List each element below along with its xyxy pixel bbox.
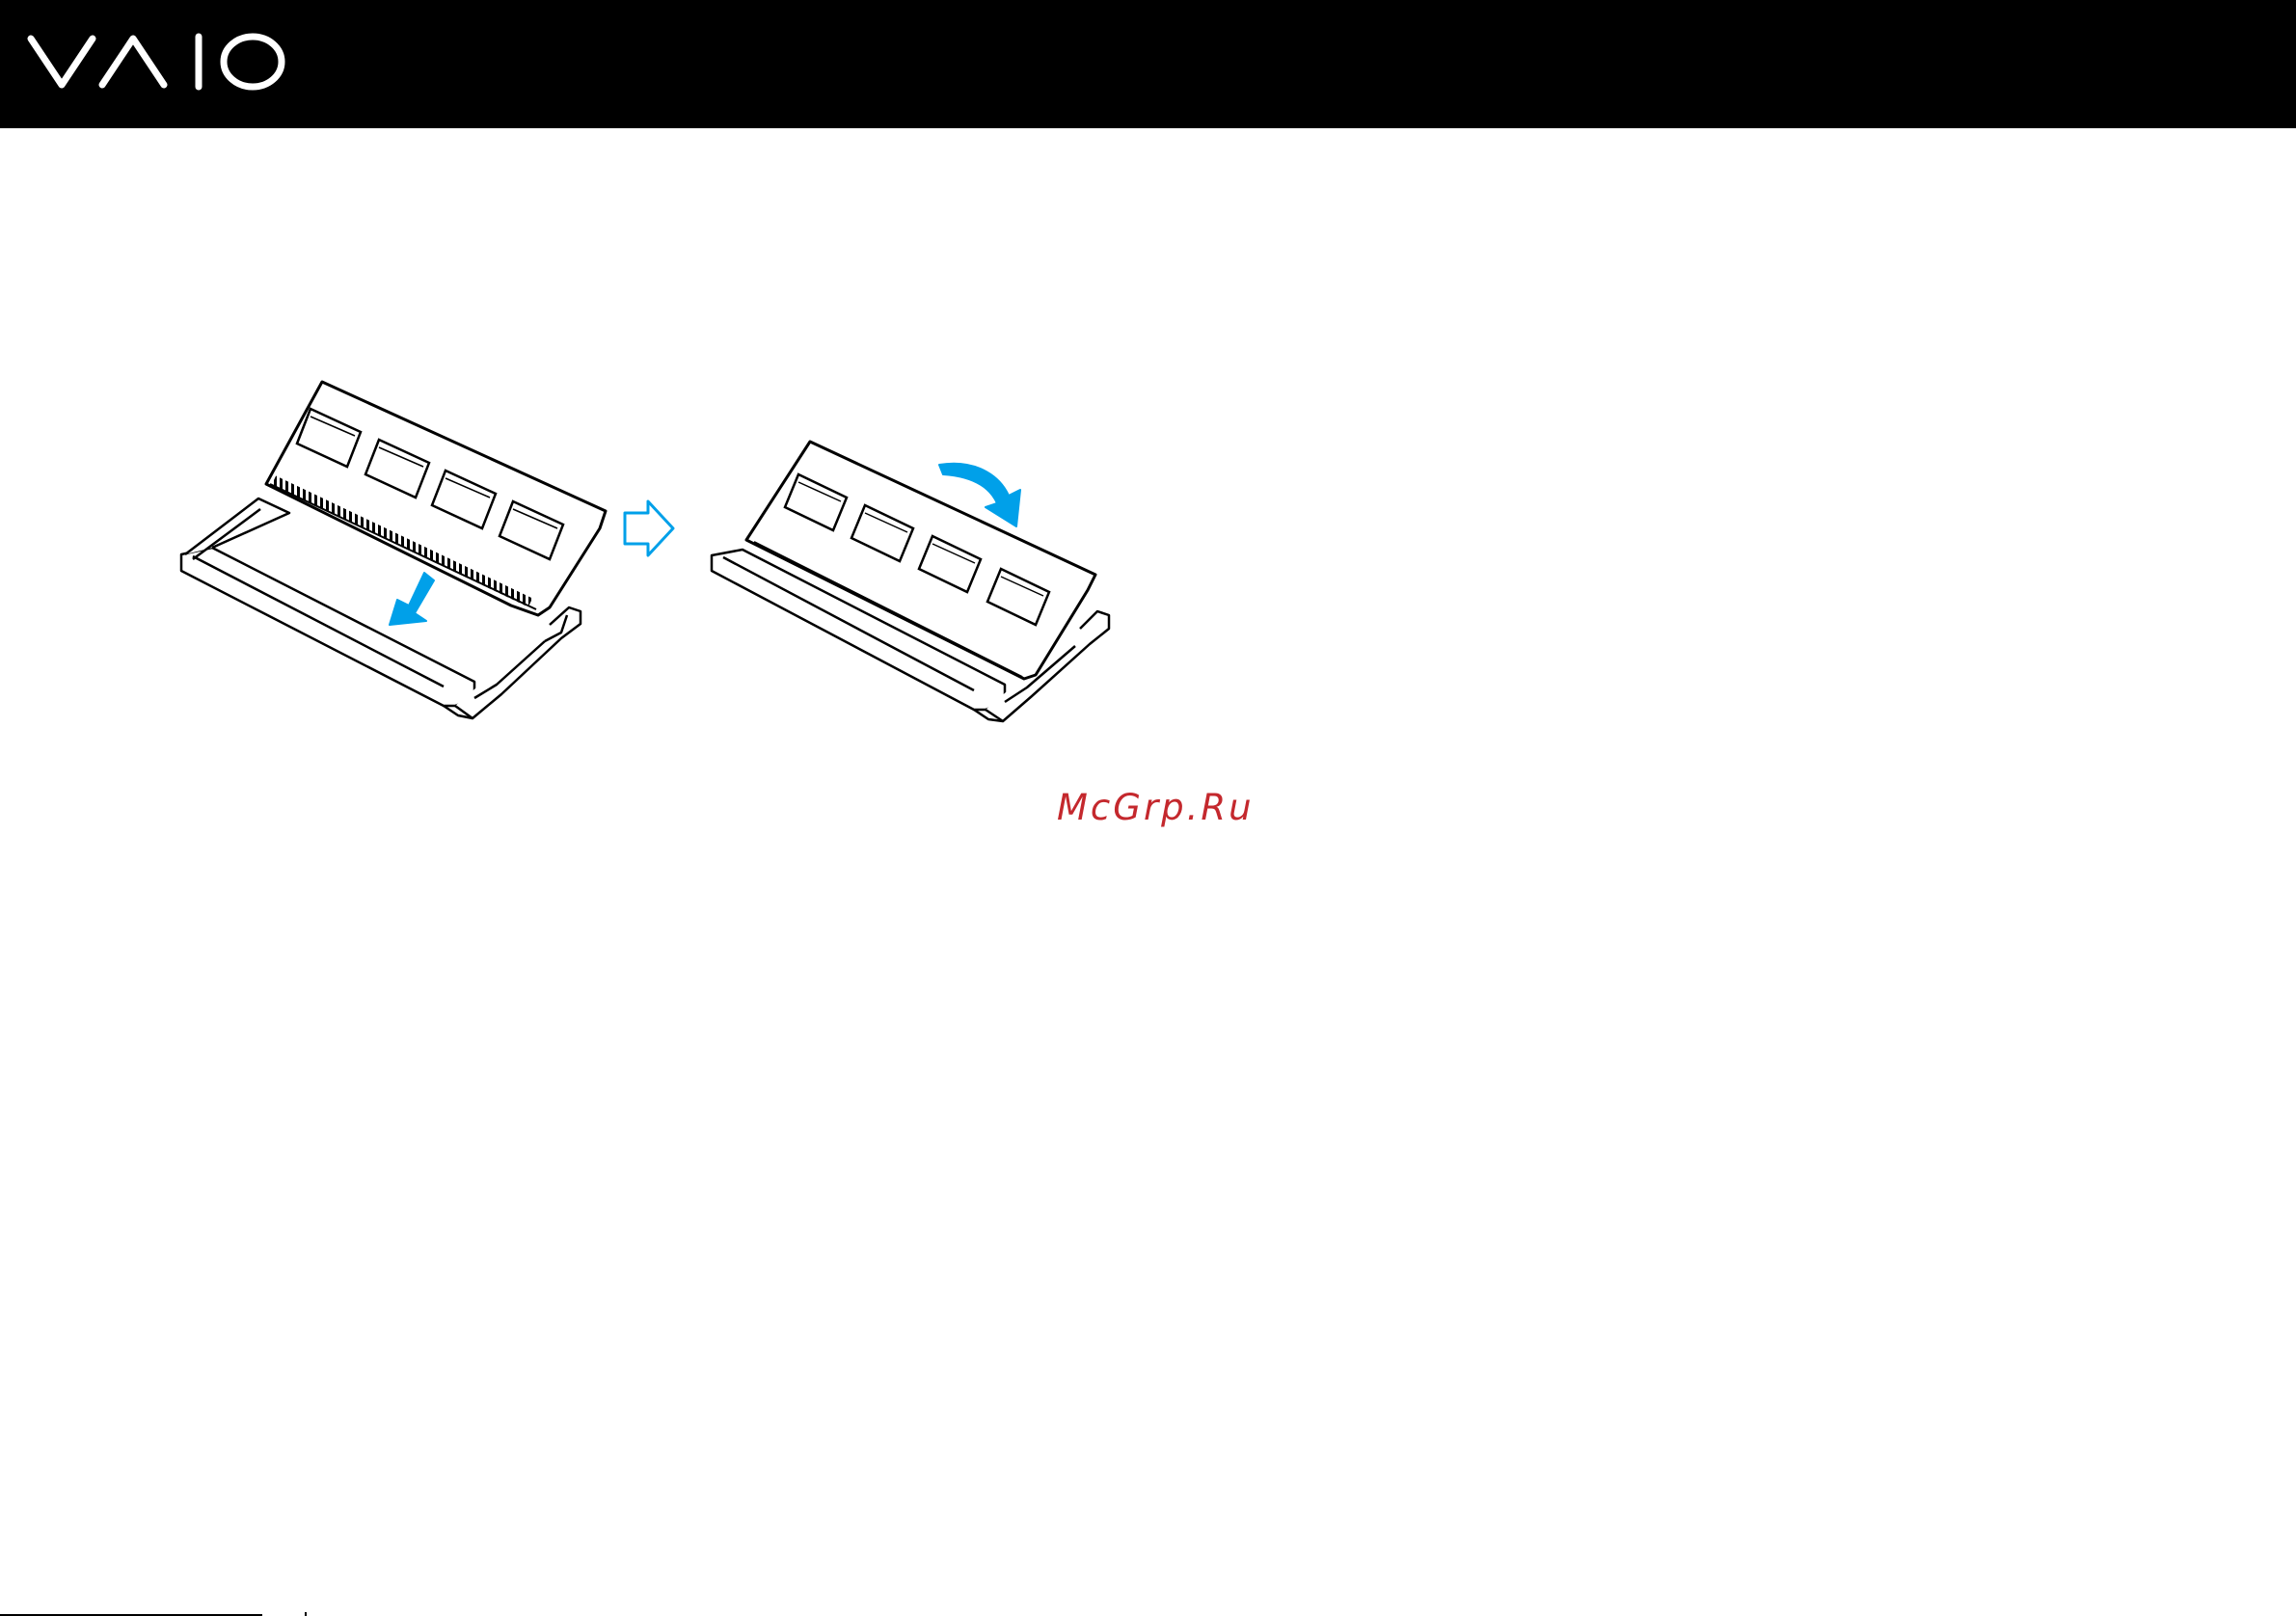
vaio-logo-icon bbox=[27, 29, 289, 94]
memory-installation-illustration bbox=[164, 366, 1128, 733]
step-2-press-module bbox=[712, 442, 1109, 721]
footer-tick bbox=[305, 1612, 307, 1616]
watermark-text: McGrp.Ru bbox=[1057, 787, 1255, 828]
step-1-insert-module bbox=[181, 382, 606, 718]
header-bar bbox=[0, 0, 2296, 128]
next-step-arrow-icon bbox=[625, 501, 673, 555]
insert-arrow-icon bbox=[390, 573, 434, 625]
